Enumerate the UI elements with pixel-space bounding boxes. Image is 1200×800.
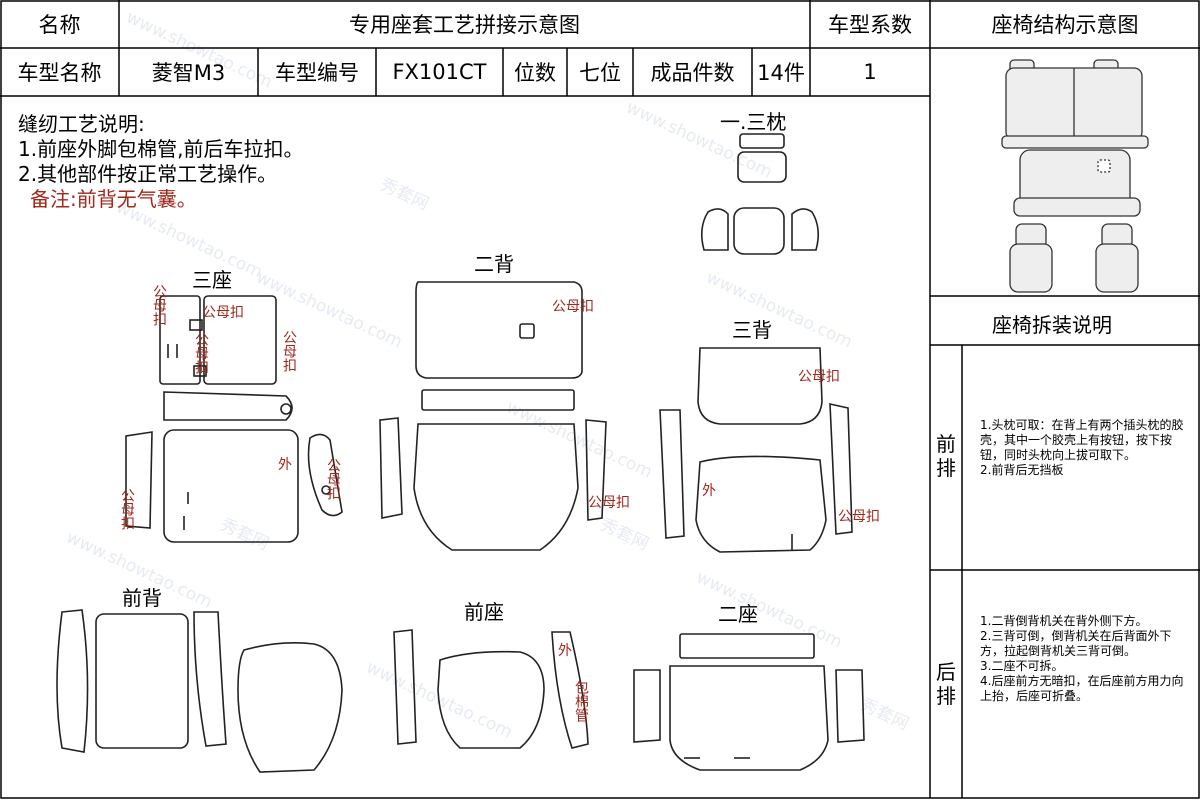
model-name-label: 车型名称 <box>17 61 102 85</box>
page-title: 专用座套工艺拼接示意图 <box>349 13 580 37</box>
group-label-front-seat: 前座 <box>464 600 504 624</box>
model-code-label: 车型编号 <box>275 61 359 85</box>
group-label-front-back: 前背 <box>122 586 162 610</box>
model-code: FX101CT <box>392 60 487 84</box>
notes-line-2: 2.其他部件按正常工艺操作。 <box>18 162 278 186</box>
snap-annotation: 公母扣 <box>838 509 880 525</box>
outer-annotation: 外 <box>278 457 292 473</box>
front-row-instructions: 1.头枕可取：在背上有两个插头枕的胶壳，其中一个胶壳上有按钮，按下按钮，同时头枕… <box>980 418 1184 477</box>
third-back-pieces <box>659 347 853 553</box>
snap-annotation: 公母扣 <box>798 369 840 385</box>
third-seat-pieces <box>125 295 343 543</box>
disassembly-title: 座椅拆装说明 <box>992 313 1112 337</box>
front-row-label: 前排 <box>936 432 956 480</box>
group-label-headrest: 一.三枕 <box>720 110 787 134</box>
cotton-pipe-annotation: 包棉管 <box>573 680 589 722</box>
model-name: 菱智M3 <box>151 61 226 85</box>
rear-row-label: 后排 <box>936 660 956 708</box>
snap-annotation: 公母扣 <box>151 284 167 326</box>
sewing-notes: 缝纫工艺说明: 1.前座外脚包棉管,前后车拉扣。 2.其他部件按正常工艺操作。 … <box>18 112 303 212</box>
snap-annotation: 公母扣 <box>325 458 341 500</box>
snap-annotation: 公母扣 <box>202 305 244 321</box>
group-label-second-seat: 二座 <box>718 602 758 626</box>
pieces-label: 成品件数 <box>650 61 735 85</box>
group-label-third-seat: 三座 <box>192 268 232 292</box>
notes-title: 缝纫工艺说明: <box>18 112 145 136</box>
coef-value: 1 <box>863 60 877 84</box>
snap-annotation: 公母扣 <box>193 332 209 374</box>
rear-row-instructions: 1.二背倒背机关在背外侧下方。 2.三背可倒，倒背机关在后背面外下方，拉起倒背机… <box>980 614 1184 703</box>
seats-value: 七位 <box>579 61 621 85</box>
snap-annotation: 公母扣 <box>552 299 594 315</box>
snap-annotation: 公母扣 <box>281 330 297 372</box>
group-label-second-back: 二背 <box>474 252 514 276</box>
outer-annotation: 外 <box>702 483 716 499</box>
second-seat-pieces <box>633 633 865 771</box>
snap-annotation: 公母扣 <box>588 495 630 511</box>
pieces-value: 14件 <box>757 61 805 85</box>
second-back-pieces <box>379 281 607 551</box>
seat-structure-image <box>1001 59 1149 293</box>
group-label-third-back: 三背 <box>732 318 772 342</box>
seats-label: 位数 <box>514 61 556 85</box>
headrest-pieces <box>700 133 820 255</box>
pattern-pieces <box>56 133 865 773</box>
front-seat-pieces <box>393 629 589 749</box>
structure-title: 座椅结构示意图 <box>991 13 1139 37</box>
coef-label: 车型系数 <box>828 13 912 37</box>
name-label: 名称 <box>38 13 81 37</box>
outer-annotation: 外 <box>558 643 572 659</box>
notes-line-1: 1.前座外脚包棉管,前后车拉扣。 <box>18 137 304 161</box>
front-back-pieces <box>56 609 343 773</box>
notes-remark: 备注:前背无气囊。 <box>30 187 197 211</box>
snap-annotation: 公母扣 <box>119 488 135 530</box>
